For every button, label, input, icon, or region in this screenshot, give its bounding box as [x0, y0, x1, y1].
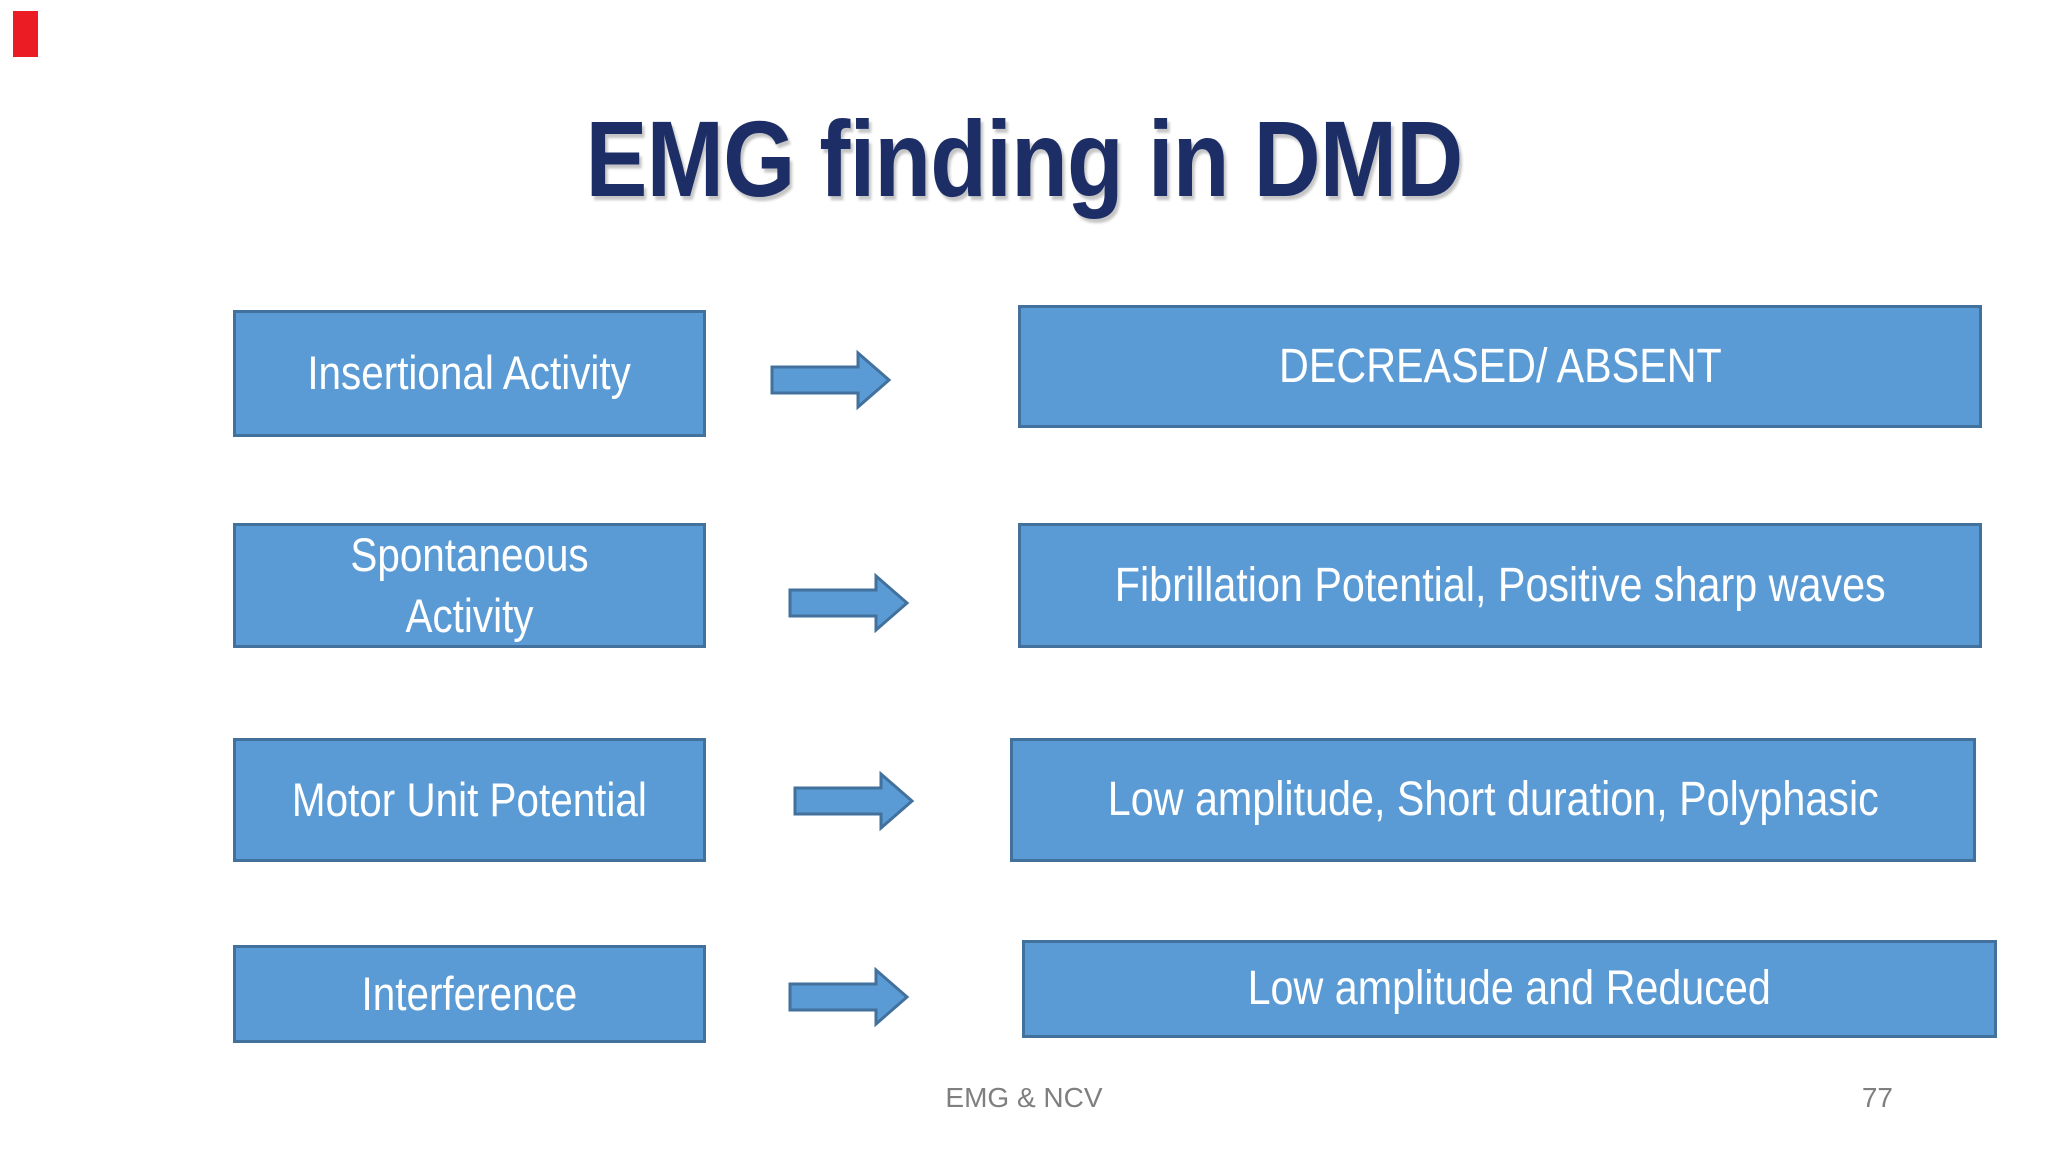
page-number: 77 — [1861, 1082, 1893, 1113]
arrow-right-icon — [770, 350, 892, 410]
footer-text: EMG & NCV — [945, 1082, 1103, 1113]
finding-box-spontaneous-activity: Fibrillation Potential, Positive sharp w… — [1018, 523, 1982, 648]
finding-box-motor-unit-potential: Low amplitude, Short duration, Polyphasi… — [1010, 738, 1976, 862]
arrow-right-icon — [793, 771, 915, 831]
parameter-label: Insertional Activity — [307, 346, 632, 400]
parameter-label: Motor Unit Potential — [292, 772, 647, 826]
arrow-right-icon — [788, 967, 910, 1027]
finding-label: Fibrillation Potential, Positive sharp w… — [1114, 558, 1886, 612]
parameter-box-motor-unit-potential: Motor Unit Potential — [233, 738, 706, 862]
parameter-box-insertional-activity: Insertional Activity — [233, 310, 706, 437]
parameter-box-spontaneous-activity: Spontaneous Activity — [233, 523, 706, 648]
parameter-label: Interference — [361, 966, 578, 1020]
record-indicator — [13, 11, 38, 57]
finding-label: DECREASED/ ABSENT — [1278, 339, 1722, 393]
slide-title: EMG finding in DMD — [585, 98, 1463, 219]
parameter-box-interference: Interference — [233, 945, 706, 1043]
arrow-right-icon — [788, 573, 910, 633]
finding-label: Low amplitude, Short duration, Polyphasi… — [1107, 773, 1879, 827]
finding-box-interference: Low amplitude and Reduced — [1022, 940, 1997, 1038]
finding-label: Low amplitude and Reduced — [1247, 962, 1772, 1016]
parameter-label: Spontaneous Activity — [350, 528, 589, 642]
finding-box-insertional-activity: DECREASED/ ABSENT — [1018, 305, 1982, 428]
